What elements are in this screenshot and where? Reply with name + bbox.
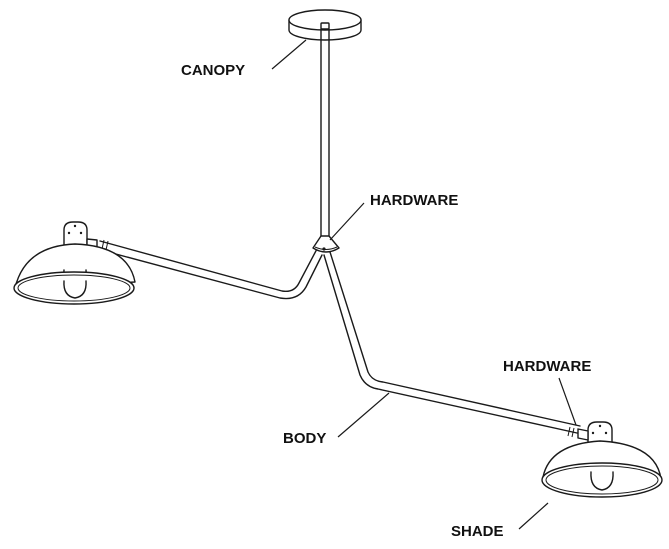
hardware-top-label: HARDWARE <box>370 192 458 209</box>
shade-leader <box>518 502 549 530</box>
stem <box>320 28 330 237</box>
right-shade <box>541 421 663 498</box>
left-shade <box>13 221 136 305</box>
hardware-top-leader <box>329 202 365 241</box>
shade-label: SHADE <box>451 523 504 540</box>
body-leader <box>337 392 390 438</box>
canopy <box>288 9 362 41</box>
body-arm <box>323 251 581 438</box>
body-label: BODY <box>283 430 326 447</box>
canopy-label: CANOPY <box>181 62 245 79</box>
canopy-leader <box>271 39 307 70</box>
hardware-right-leader <box>558 377 577 426</box>
hardware-right-label: HARDWARE <box>503 358 591 375</box>
center-hardware <box>312 235 340 253</box>
